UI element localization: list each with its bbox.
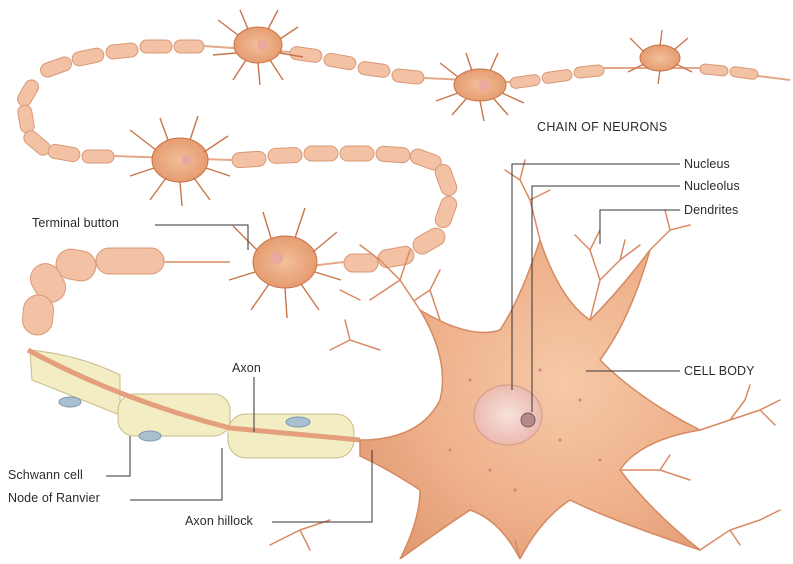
cell-body-label: CELL BODY <box>684 364 755 378</box>
schwann-cell-leader <box>106 436 130 476</box>
axon-label: Axon <box>232 361 261 375</box>
dendrites-label: Dendrites <box>684 203 738 217</box>
node-of-ranvier-leader <box>130 448 222 500</box>
axon-hillock-leader <box>272 450 372 522</box>
node-of-ranvier-label: Node of Ranvier <box>8 491 100 505</box>
axon-hillock-label: Axon hillock <box>185 514 253 528</box>
diagram-title: CHAIN OF NEURONS <box>537 120 668 134</box>
nucleus-label: Nucleus <box>684 157 730 171</box>
myelin-chain <box>15 40 759 336</box>
axon-threads <box>114 46 790 266</box>
nucleolus-shape <box>521 413 535 427</box>
terminal-button-leader <box>155 225 248 250</box>
schwann-cell-label: Schwann cell <box>8 468 83 482</box>
nucleolus-label: Nucleolus <box>684 179 740 193</box>
dendrites-leader <box>600 210 680 244</box>
schwann-sheath <box>30 350 354 458</box>
terminal-button-label: Terminal button <box>32 216 119 230</box>
